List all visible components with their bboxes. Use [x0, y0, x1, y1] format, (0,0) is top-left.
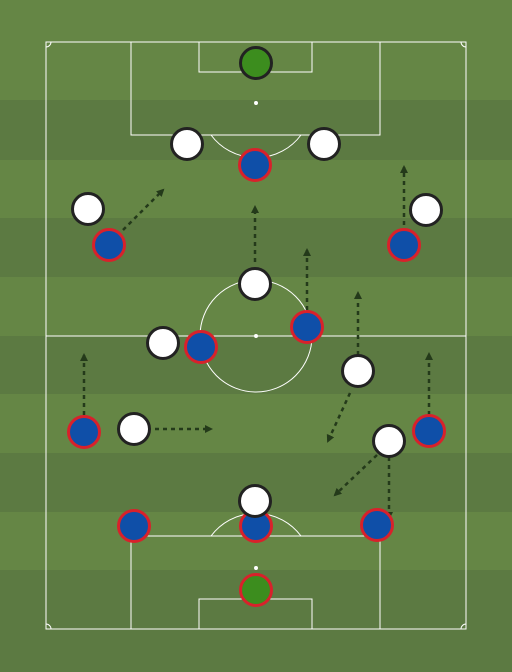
- white-player-marker: [117, 412, 151, 446]
- blue-player-marker: [387, 228, 421, 262]
- corner-arc-bottom-right: [460, 623, 467, 630]
- movement-arrows: [80, 165, 433, 520]
- blue-player-marker: [412, 414, 446, 448]
- white-player-marker: [238, 484, 272, 518]
- white-player-marker: [238, 267, 272, 301]
- bottom-penalty-spot: [254, 566, 258, 570]
- corner-arc-top-left: [45, 41, 52, 48]
- white-goalkeeper-marker: [239, 46, 273, 80]
- white-player-marker: [341, 354, 375, 388]
- blue-goalkeeper-marker: [239, 573, 273, 607]
- blue-player-marker: [117, 509, 151, 543]
- blue-player-marker: [184, 330, 218, 364]
- white-player-marker: [146, 326, 180, 360]
- white-player-marker: [409, 193, 443, 227]
- corner-arc-bottom-left: [45, 623, 52, 630]
- movement-arrow-1: [122, 188, 165, 231]
- top-penalty-spot: [254, 101, 258, 105]
- white-player-marker: [170, 127, 204, 161]
- white-player-marker: [372, 424, 406, 458]
- corner-arc-top-right: [460, 41, 467, 48]
- pitch-markings: [45, 41, 467, 630]
- blue-player-marker: [92, 228, 126, 262]
- white-player-marker: [307, 127, 341, 161]
- blue-player-marker: [360, 508, 394, 542]
- movement-arrow-10: [333, 454, 378, 497]
- players: [67, 46, 446, 607]
- movement-arrow-8: [326, 392, 352, 443]
- white-player-marker: [71, 192, 105, 226]
- grass-stripe: [0, 336, 512, 394]
- centre-spot: [254, 334, 258, 338]
- blue-player-marker: [290, 310, 324, 344]
- blue-player-marker: [67, 415, 101, 449]
- blue-player-marker: [238, 148, 272, 182]
